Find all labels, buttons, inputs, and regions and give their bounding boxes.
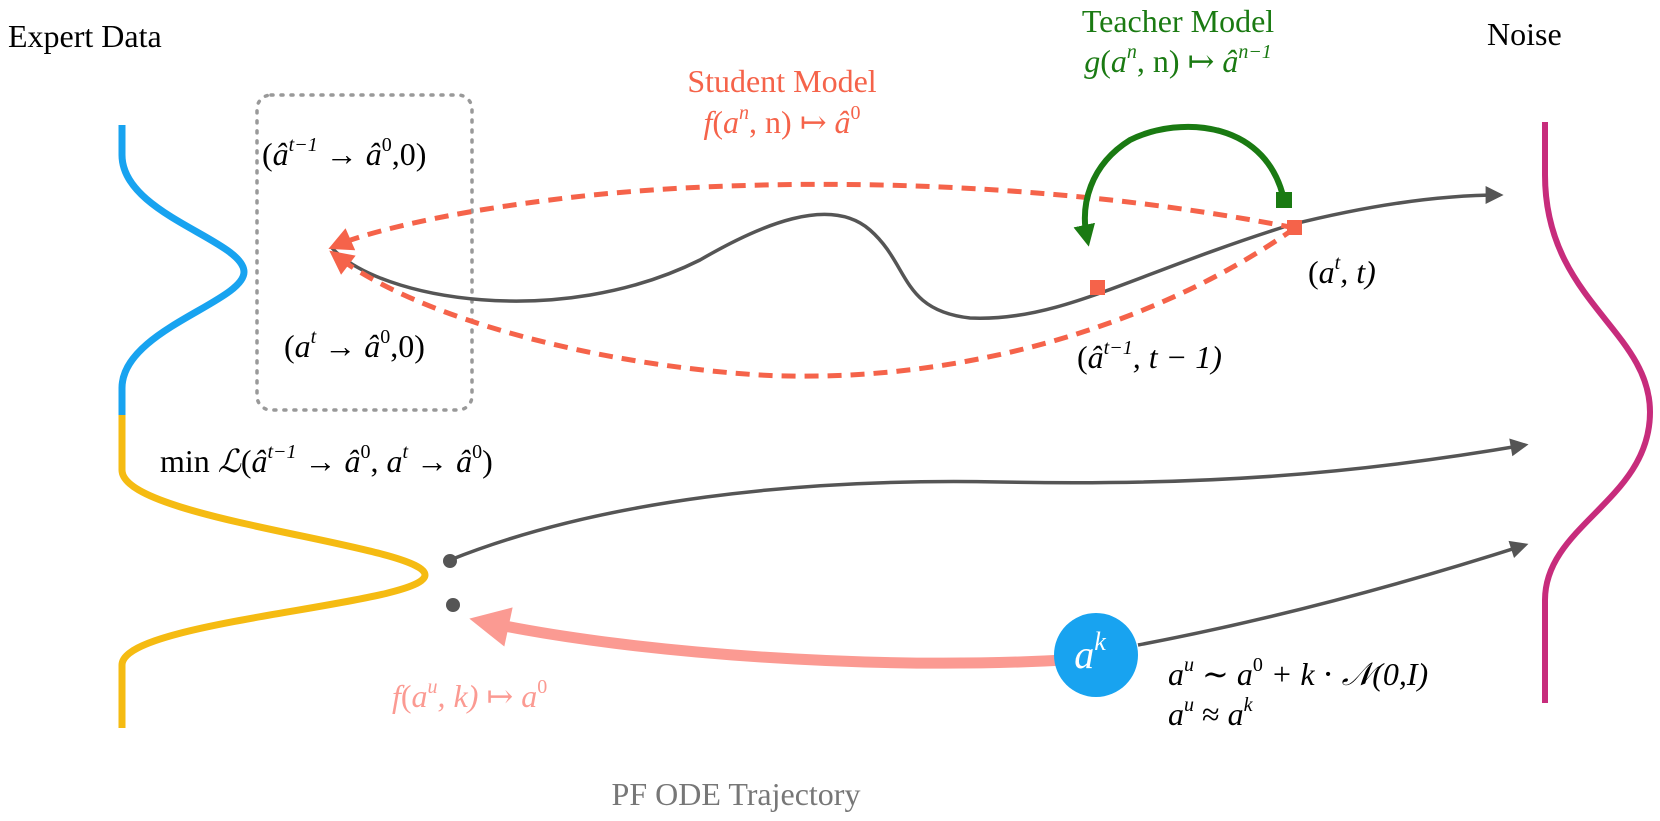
expert-data-curve-lower (118, 415, 429, 728)
student-model-title: Student Model (687, 63, 876, 99)
student-arrow-lower (329, 225, 1297, 379)
loss-formula: min ℒ(ât−1 → â0, at → â0) (160, 441, 493, 479)
sampling-arrow (469, 607, 1066, 669)
point-label-at-t: (at, t) (1308, 252, 1376, 290)
student-model-formula: f(an, n) ↦ â0 (703, 102, 860, 140)
student-point-t-minus-1 (1090, 280, 1105, 295)
sampling-eq-1: au ∼ a0 + k ⋅ 𝒩(0,I) (1168, 654, 1428, 692)
teacher-model-title: Teacher Model (1082, 3, 1274, 39)
student-point-t (1287, 220, 1302, 235)
sampling-eq-2: au ≈ ak (1168, 694, 1254, 732)
noise-label: Noise (1487, 16, 1562, 52)
consistency-box (255, 93, 474, 412)
trajectory-caption: PF ODE Trajectory (612, 776, 861, 812)
point-label-ahat-t-minus-1: (ât−1, t − 1) (1077, 337, 1222, 375)
teacher-model-formula: g(an, n) ↦ ân−1 (1084, 41, 1272, 79)
ak-circle (1054, 613, 1138, 697)
trajectory-middle (449, 438, 1529, 562)
teacher-arrow (1073, 123, 1288, 247)
sampling-formula: f(au, k) ↦ a0 (392, 676, 547, 714)
expert-data-label: Expert Data (8, 18, 162, 54)
trajectory-middle-start (443, 554, 457, 568)
student-arrow-upper (328, 181, 1296, 251)
box-label-bottom: (at → â0,0) (284, 326, 425, 364)
box-label-top: (ât−1 → â0,0) (262, 134, 426, 172)
ak-circle-label: ak (1074, 627, 1106, 677)
noise-curve (1542, 122, 1654, 703)
trajectory-bottom-start (446, 598, 460, 612)
teacher-arrow-start (1276, 192, 1292, 208)
trajectory-bottom (1137, 540, 1529, 647)
expert-data-curve-upper (118, 125, 248, 415)
